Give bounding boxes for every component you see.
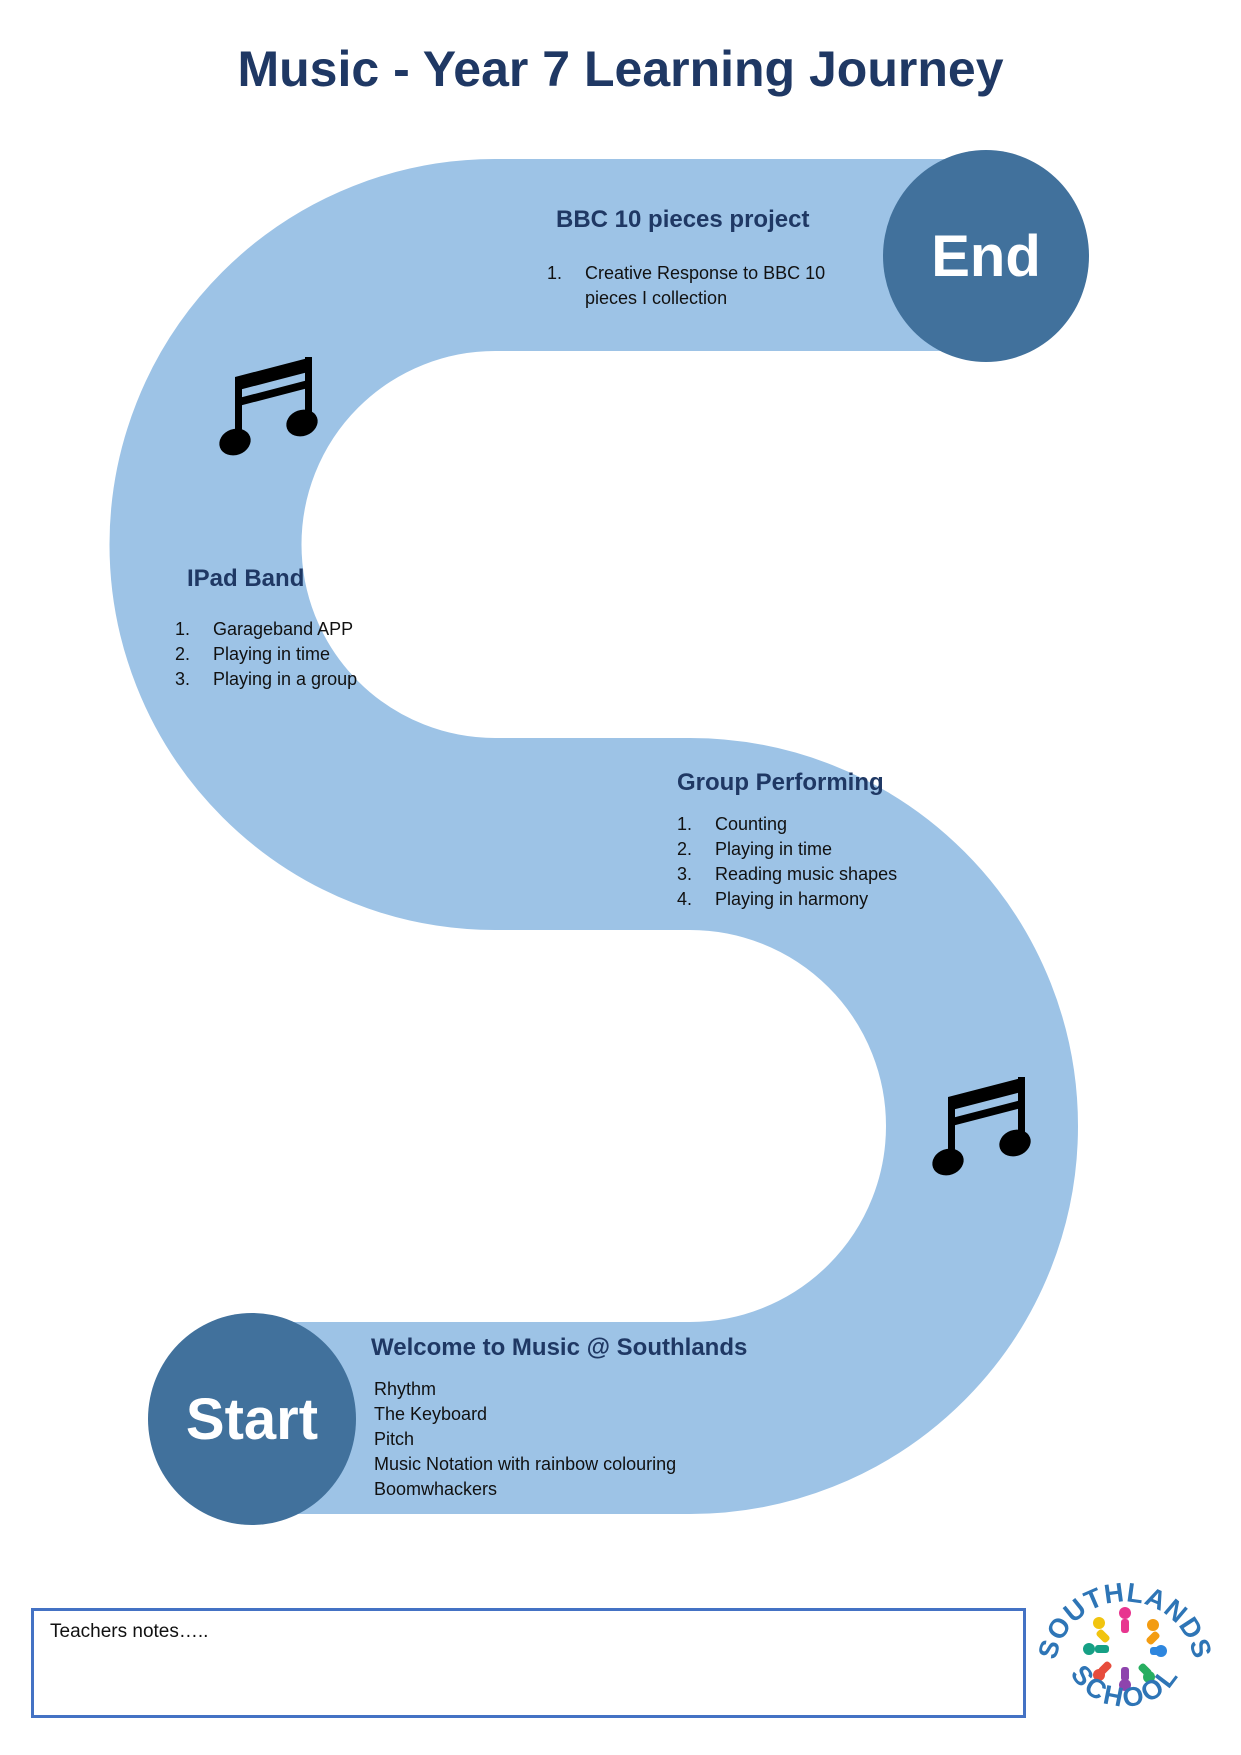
list-item-line: pieces I collection (585, 288, 728, 308)
stage-heading-ipad: IPad Band (187, 565, 305, 592)
list-item: 1. Garageband APP (175, 617, 357, 642)
list-item: 2. Playing in time (677, 837, 897, 862)
people-ring-icon (1083, 1607, 1167, 1691)
list-item-text: Playing in a group (213, 669, 358, 689)
list-item: 1. Creative Response to BBC 10 pieces I … (547, 261, 825, 311)
list-item-text: Counting (715, 814, 788, 834)
list-item-number: 4. (677, 889, 693, 909)
stage-list-bbc: 1. Creative Response to BBC 10 pieces I … (547, 261, 825, 311)
start-badge: Start (148, 1313, 356, 1525)
road-path (109, 159, 1078, 1514)
music-note-icon (219, 357, 318, 456)
list-item: Music Notation with rainbow colouring (374, 1454, 677, 1474)
list-item-text: Playing in harmony (715, 889, 869, 909)
list-item: 3. Playing in a group (175, 667, 357, 692)
list-item-text: Reading music shapes (715, 864, 898, 884)
list-item-number: 1. (547, 263, 563, 283)
list-item-number: 2. (175, 644, 191, 664)
list-item-text: Garageband APP (213, 619, 354, 639)
list-item: Rhythm (374, 1379, 437, 1399)
list-item-number: 2. (677, 839, 693, 859)
school-logo: SOUTHLANDS SCHOOL (1035, 1577, 1215, 1713)
list-item-number: 1. (677, 814, 693, 834)
start-badge-label: Start (185, 1386, 319, 1452)
stage-heading-bbc: BBC 10 pieces project (556, 206, 810, 233)
teachers-notes-box[interactable]: Teachers notes….. (31, 1608, 1026, 1718)
list-item: Pitch (374, 1429, 415, 1449)
teachers-notes-label: Teachers notes….. (50, 1621, 209, 1642)
end-badge: End (883, 150, 1089, 362)
page-title: Music - Year 7 Learning Journey (237, 41, 1004, 97)
stage-heading-group: Group Performing (677, 769, 884, 796)
list-item-number: 3. (677, 864, 693, 884)
stage-list-welcome: Rhythm The Keyboard Pitch Music Notation… (374, 1377, 676, 1502)
list-item: 2. Playing in time (175, 642, 357, 667)
list-item-line: Creative Response to BBC 10 (585, 263, 826, 283)
stage-list-ipad: 1. Garageband APP 2. Playing in time 3. … (175, 617, 357, 692)
stage-heading-welcome: Welcome to Music @ Southlands (371, 1334, 748, 1361)
list-item-number: 1. (175, 619, 191, 639)
music-note-icon (932, 1077, 1031, 1176)
list-item: The Keyboard (374, 1404, 488, 1424)
list-item-text: Playing in time (213, 644, 331, 664)
list-item: Boomwhackers (374, 1479, 498, 1499)
list-item: 1. Counting (677, 812, 897, 837)
list-item-text: Playing in time (715, 839, 833, 859)
list-item: 3. Reading music shapes (677, 862, 897, 887)
list-item: 4. Playing in harmony (677, 887, 897, 912)
list-item-number: 3. (175, 669, 191, 689)
stage-list-group: 1. Counting 2. Playing in time 3. Readin… (677, 812, 897, 912)
end-badge-label: End (931, 223, 1041, 289)
